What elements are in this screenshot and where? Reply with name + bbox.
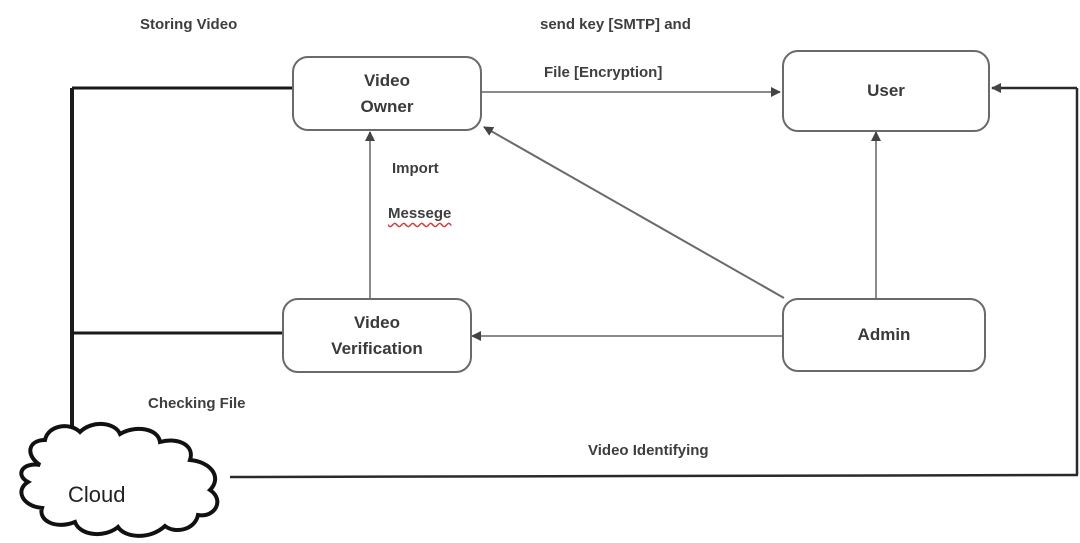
admin-node: Admin [782,298,986,372]
video-verification-node: Video Verification [282,298,472,373]
cloud-shape [19,422,220,538]
checking-file-label: Checking File [148,395,246,412]
video-identifying-label: Video Identifying [588,442,709,459]
storing-video-label: Storing Video [140,16,238,33]
message-label: Messege [388,205,452,222]
admin-label: Admin [857,325,911,344]
video-verification-line1: Video [354,312,400,332]
video-owner-line1: Video [364,70,410,90]
video-owner-line2: Owner [360,96,414,116]
import-label: Import [392,160,439,177]
send-key-label: send key [SMTP] and [540,16,691,33]
cloud-label: Cloud [68,482,126,507]
admin-to-owner-arrow [483,126,785,299]
user-label: User [867,81,905,100]
video-identifying-connector [229,473,1079,479]
user-node: User [782,50,990,132]
file-encryption-label: File [Encryption] [544,64,663,81]
video-owner-node: Video Owner [292,56,482,131]
video-verification-line2: Verification [331,338,423,358]
